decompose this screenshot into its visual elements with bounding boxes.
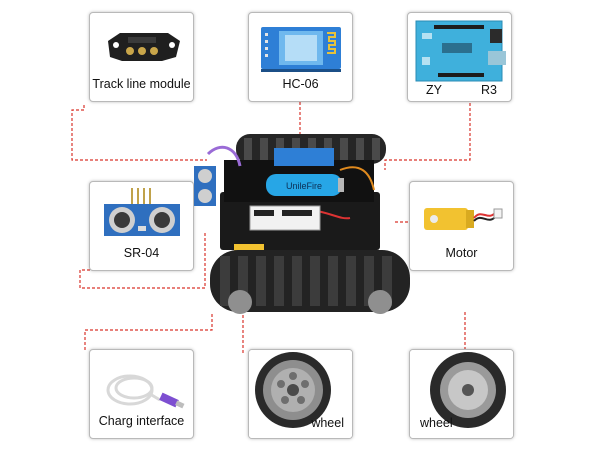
- battery-label: UnileFire: [286, 181, 322, 191]
- track-line-module-label: Track line module: [92, 77, 191, 91]
- hc06-label: HC-06: [282, 77, 319, 91]
- charge-interface-card: Charg interface: [89, 349, 194, 439]
- motor-label: Motor: [445, 246, 478, 260]
- sr04-label: SR-04: [123, 246, 160, 260]
- hc06-image: [261, 27, 341, 72]
- wheel-right-label: wheel: [420, 416, 453, 430]
- hc06-card: HC-06: [248, 12, 353, 102]
- wheel-right-image: [410, 350, 513, 438]
- robot-tank-image: UnileFire: [194, 134, 410, 314]
- charge-interface-label: Charg interface: [98, 414, 185, 428]
- motor-card: Motor: [409, 181, 514, 271]
- wheel-left-card: wheel: [248, 349, 353, 439]
- wheel-left-label: wheel: [311, 416, 344, 430]
- wheel-right-card: wheel: [409, 349, 514, 439]
- sr04-image: [104, 188, 180, 236]
- leader-line-sr04: [79, 232, 206, 289]
- wheel-left-image: [249, 350, 352, 438]
- motor-image: [424, 208, 503, 230]
- usb-cable-image: [106, 374, 185, 409]
- uno-board-image: [415, 20, 506, 82]
- leader-line-zy-r3: [384, 103, 471, 170]
- track-line-module-card: Track line module: [89, 12, 194, 102]
- r3-label: R3: [481, 83, 497, 97]
- sr04-card: SR-04: [89, 181, 194, 271]
- zy-r3-card: ZY R3: [407, 12, 512, 102]
- zy-r3-caption: ZY R3: [408, 81, 511, 101]
- leader-line-charge: [84, 312, 213, 350]
- leader-line-track-module: [71, 105, 207, 161]
- track-line-module-image: [108, 33, 180, 61]
- zy-label: ZY: [426, 83, 442, 97]
